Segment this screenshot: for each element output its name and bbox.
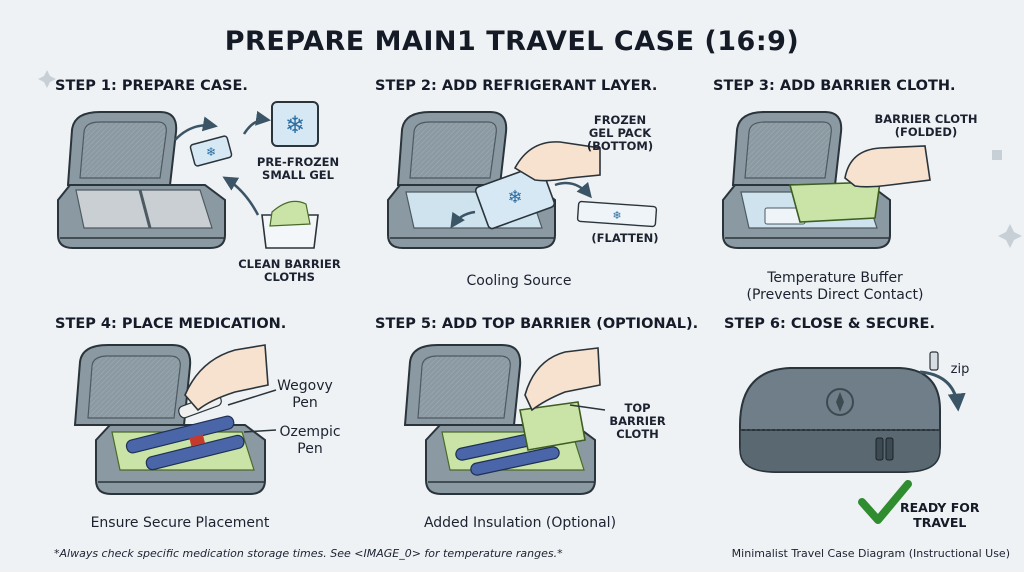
- snowflake-icon: ❄: [285, 112, 305, 139]
- hand-icon: [184, 344, 269, 412]
- step-3-title: STEP 3: ADD BARRIER CLOTH.: [713, 78, 956, 94]
- snowflake-icon: ❄: [612, 210, 621, 222]
- label-wegovy-pen: Wegovy Pen: [277, 378, 333, 411]
- footer-credit: Minimalist Travel Case Diagram (Instruct…: [731, 547, 1010, 560]
- label-barrier-cloth-folded: BARRIER CLOTH (FOLDED): [874, 112, 978, 139]
- step-1-cloth-container: [261, 200, 319, 249]
- label-top-barrier-cloth: TOP BARRIER CLOTH: [609, 401, 666, 441]
- checkmark-icon: [858, 480, 912, 524]
- step-2-flat-pack: ❄: [576, 200, 658, 228]
- hand-icon: [844, 145, 931, 188]
- step-6-title: STEP 6: CLOSE & SECURE.: [724, 316, 935, 332]
- step-5-caption: Added Insulation (Optional): [423, 515, 617, 531]
- hand-icon: [524, 347, 601, 412]
- step-5-case: [403, 344, 596, 495]
- step-4-title: STEP 4: PLACE MEDICATION.: [55, 316, 287, 332]
- step-1-freezer-icon: ❄: [271, 101, 319, 147]
- step-6-closed-case: [739, 367, 941, 473]
- step-2-title: STEP 2: ADD REFRIGERANT LAYER.: [375, 78, 658, 94]
- page-title: PREPARE MAIN1 TRAVEL CASE (16:9): [224, 26, 800, 57]
- label-ozempic-pen: Ozempic Pen: [279, 424, 341, 457]
- step-2-caption: Cooling Source: [466, 273, 572, 289]
- ready-for-travel-label: READY FOR TRAVEL: [900, 500, 980, 530]
- hand-icon: [513, 141, 601, 182]
- step-2-gel-pack: ❄: [474, 164, 556, 230]
- step-3-caption: Temperature Buffer (Prevents Direct Cont…: [746, 270, 924, 303]
- step-4-caption: Ensure Secure Placement: [90, 515, 270, 531]
- snowflake-icon: ❄: [507, 187, 522, 207]
- sparkle-icon: [38, 70, 1022, 248]
- label-flatten: (FLATTEN): [591, 231, 659, 245]
- label-pre-frozen-gel: PRE-FROZEN SMALL GEL: [256, 155, 340, 182]
- zip-arrow-icon: [919, 351, 966, 412]
- label-zip: zip: [950, 362, 970, 377]
- label-frozen-gel-pack: FROZEN GEL PACK (BOTTOM): [586, 113, 654, 153]
- step-5-title: STEP 5: ADD TOP BARRIER (OPTIONAL).: [375, 316, 699, 332]
- compass-icon: [826, 388, 854, 416]
- step-1-case: [57, 111, 226, 249]
- snowflake-icon: ❄: [206, 145, 216, 159]
- step-3-case: [722, 111, 891, 249]
- step-1-gel-pack: ❄: [189, 135, 233, 167]
- footer-note: *Always check specific medication storag…: [54, 547, 563, 560]
- step-1-title: STEP 1: PREPARE CASE.: [55, 78, 248, 94]
- label-clean-barrier-cloths: CLEAN BARRIER CLOTHS: [238, 257, 341, 284]
